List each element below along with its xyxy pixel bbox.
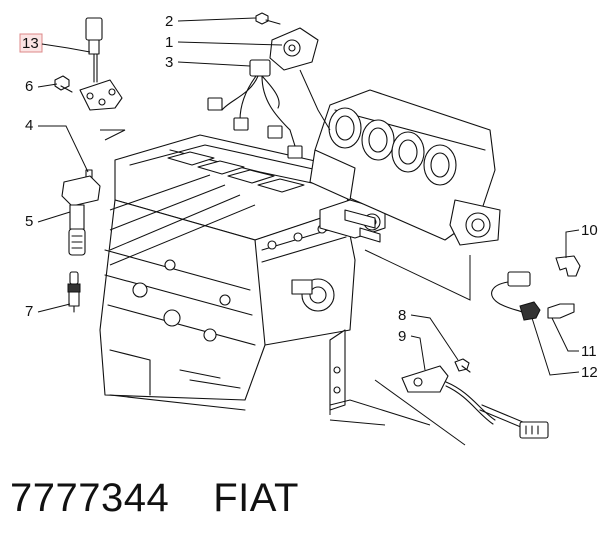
callout-5[interactable]: 5 <box>25 213 33 230</box>
spark-plug-part-7 <box>67 271 81 313</box>
exploded-parts-diagram: 13 2 1 3 6 4 5 7 10 8 9 11 <box>19 12 598 446</box>
callout-10[interactable]: 10 <box>581 222 598 239</box>
callout-12[interactable]: 12 <box>581 364 598 381</box>
module-part-1 <box>269 27 319 71</box>
callout-6[interactable]: 6 <box>25 78 33 95</box>
sensor-lead-part-12 <box>491 271 575 321</box>
callout-2[interactable]: 2 <box>165 13 173 30</box>
wiring-harness-part-3 <box>207 59 303 159</box>
callout-3[interactable]: 3 <box>165 54 173 71</box>
callout-8[interactable]: 8 <box>398 307 406 324</box>
screw-part-6 <box>54 75 73 93</box>
callout-11[interactable]: 11 <box>581 343 597 360</box>
part-footer: 7777344 FIAT <box>10 468 299 528</box>
harness-connector-part-13 <box>79 17 123 111</box>
crank-sensor-part-9 <box>401 358 549 439</box>
callout-7[interactable]: 7 <box>25 303 33 320</box>
intake-manifold-drawing <box>309 89 501 246</box>
callout-13[interactable]: 13 <box>22 35 39 52</box>
part-number: 7777344 <box>10 475 170 520</box>
callout-9[interactable]: 9 <box>398 328 406 345</box>
assembly-lines <box>100 69 471 446</box>
engine-head-drawing <box>99 134 386 411</box>
callouts: 13 2 1 3 6 4 5 7 10 8 9 11 <box>19 13 598 381</box>
callout-13-highlight <box>19 33 43 53</box>
callout-4[interactable]: 4 <box>25 117 33 134</box>
ignition-coil-part-5 <box>61 169 101 256</box>
bolt-part-2 <box>255 12 281 25</box>
clip-part-10 <box>555 255 581 277</box>
brand-name: FIAT <box>213 475 299 520</box>
callout-1[interactable]: 1 <box>165 34 173 51</box>
